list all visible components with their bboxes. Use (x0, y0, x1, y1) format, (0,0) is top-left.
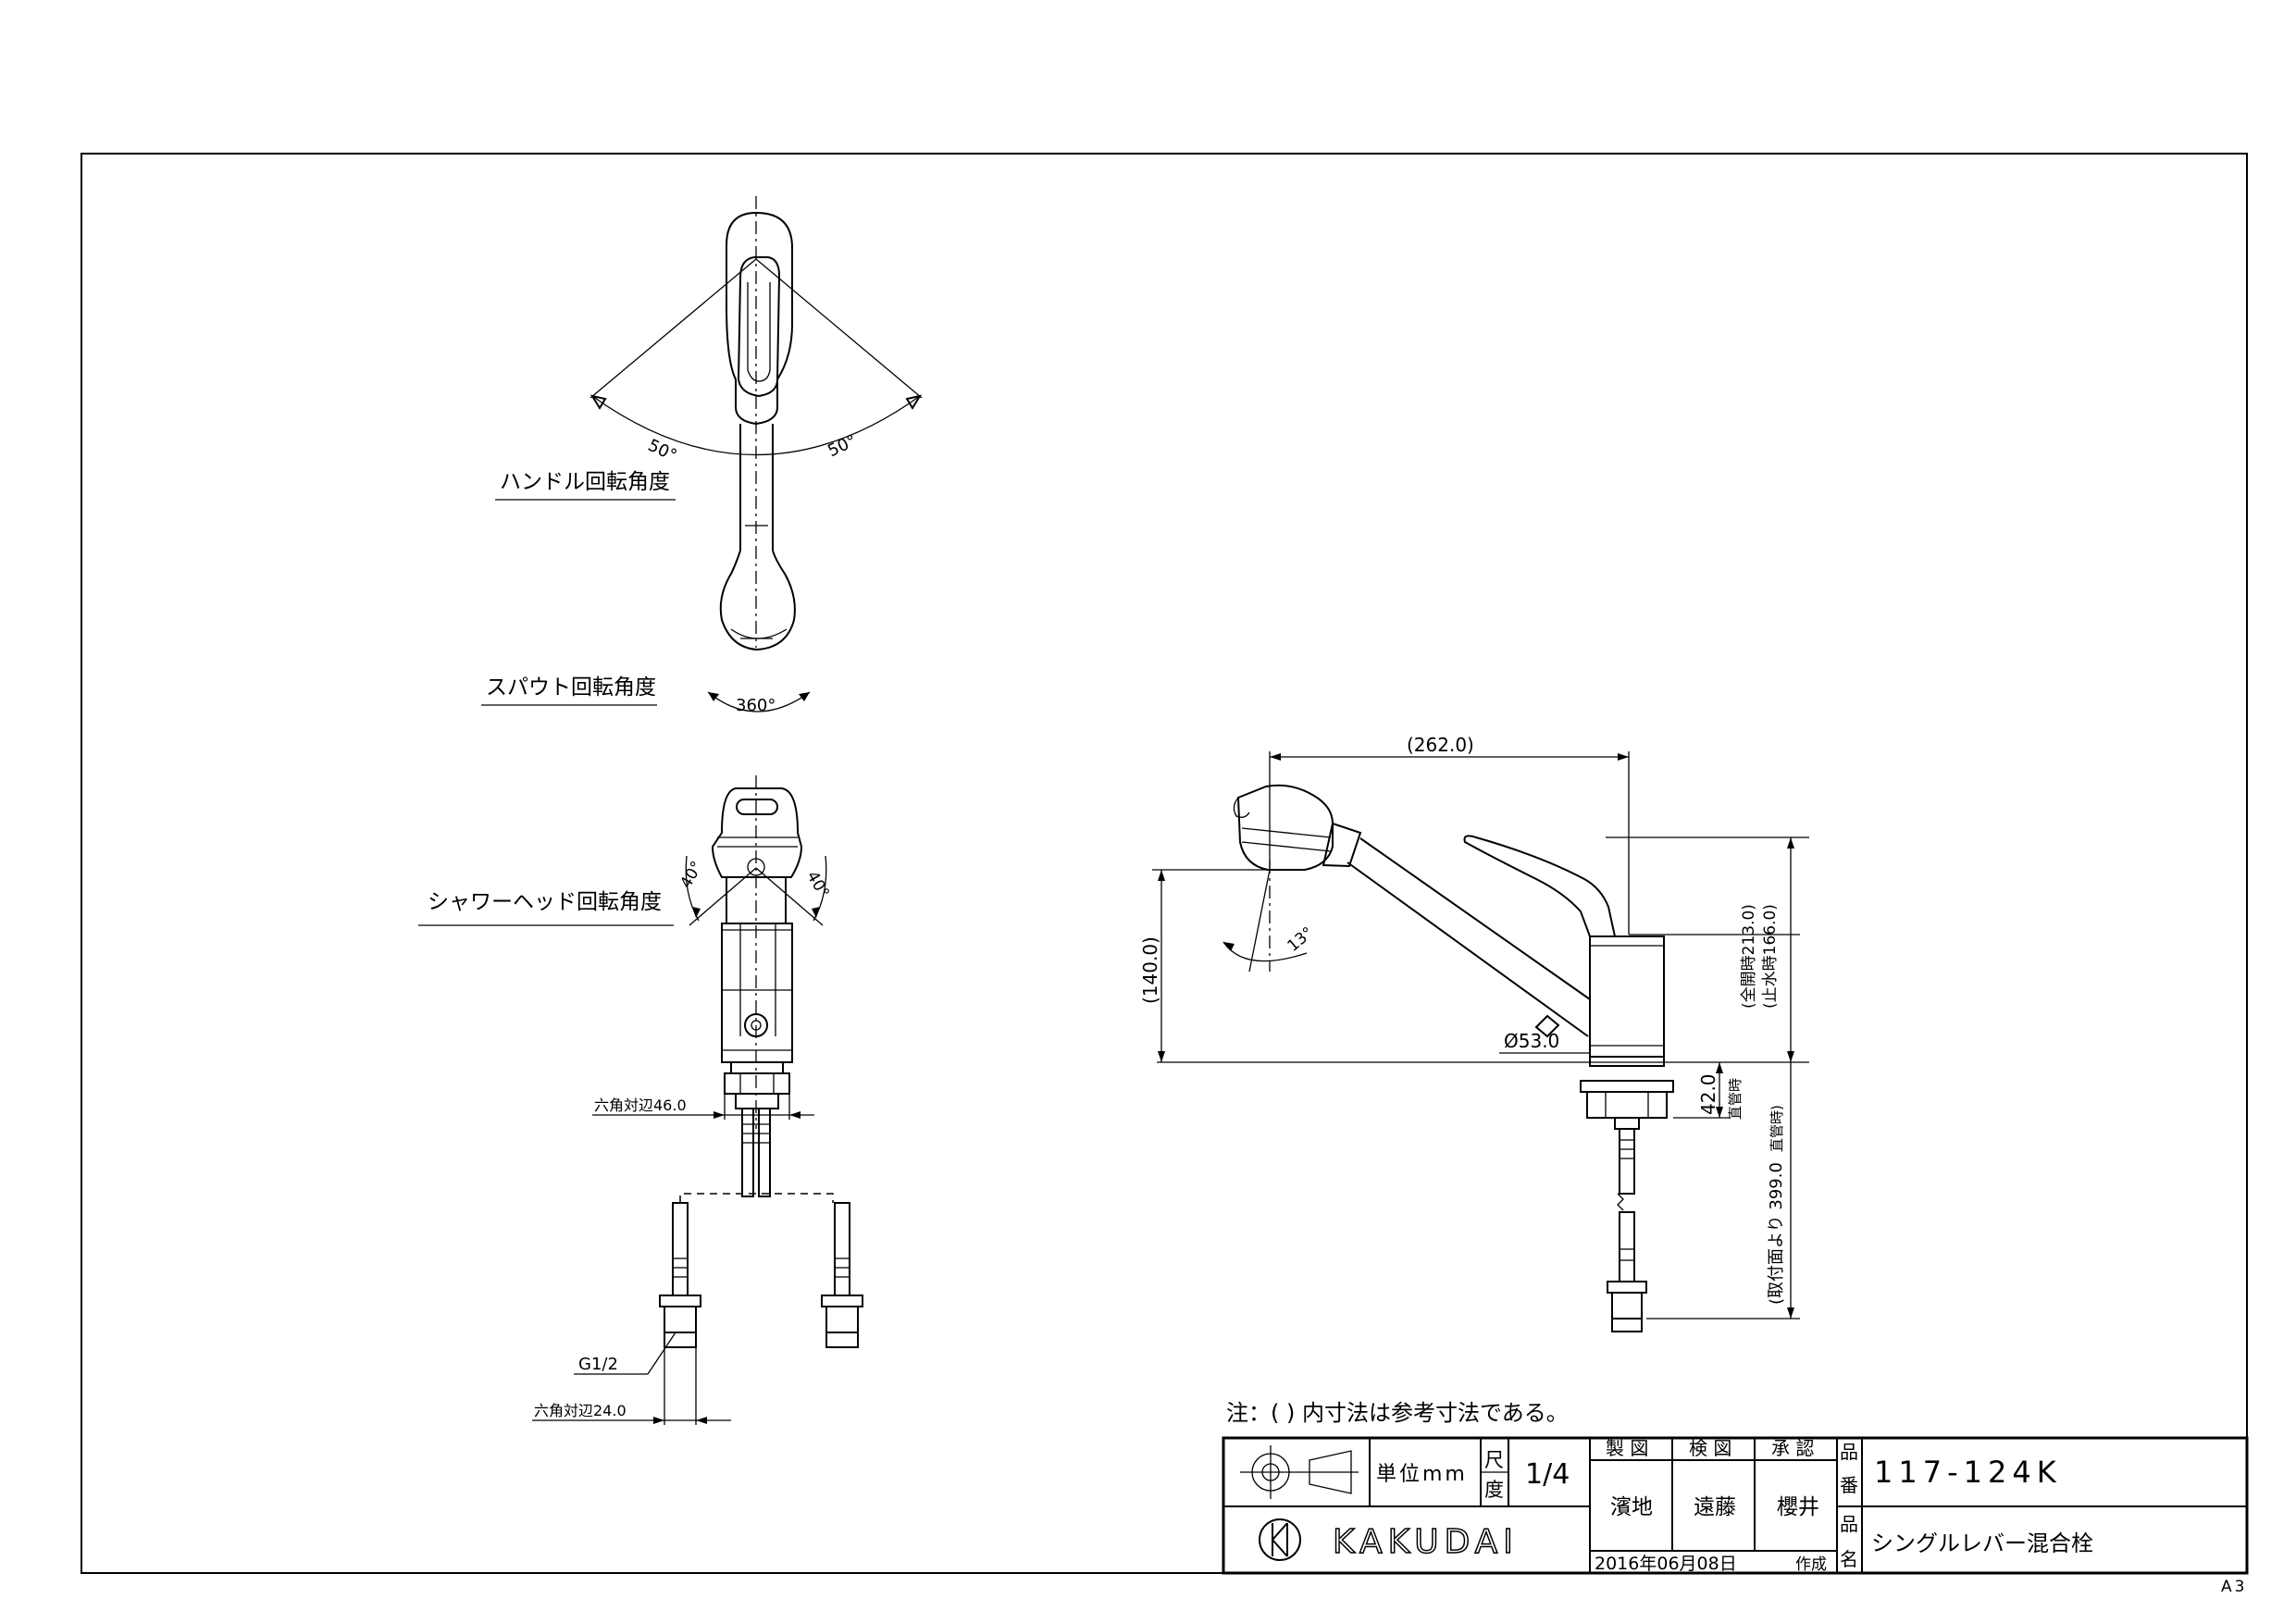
date: 2016年06月08日 (1595, 1554, 1737, 1574)
approved-header: 承 認 (1771, 1437, 1814, 1459)
shower-angle-left: 40° (676, 859, 706, 892)
hex-width-bottom: 六角対辺24.0 (534, 1402, 627, 1419)
shower-angle-right: 40° (802, 868, 832, 901)
checked-header: 検 図 (1689, 1437, 1731, 1459)
base-diameter: Ø53.0 (1504, 1030, 1559, 1052)
drawn-header: 製 図 (1606, 1437, 1648, 1459)
shank-note: 直管時 (1727, 1078, 1744, 1120)
top-view: 50° 50° ハンドル回転角度 360° スパウト回転角度 (481, 196, 923, 715)
front-view: 40° 40° シャワーヘッド回転角度 六角対辺46.0 (418, 775, 863, 1425)
reference-note: 注：( ) 内寸法は参考寸法である。 (1226, 1400, 1569, 1426)
kakudai-logo (1259, 1518, 1301, 1561)
hose-note: 直管時) (1769, 1105, 1785, 1152)
title-block: 単位mm 尺 度 1/4 KAKUDAI 製 図 検 図 承 認 濱地 遠藤 櫻… (1222, 1436, 2249, 1575)
spout-height: (140.0) (1139, 936, 1161, 1004)
created-label: 作成 (1795, 1555, 1827, 1574)
spout-angle: 360° (736, 696, 776, 715)
full-open-height: (全開時213.0) (1740, 904, 1758, 1009)
checked-by: 遠藤 (1694, 1495, 1736, 1519)
side-view: (262.0) (1139, 734, 1809, 1332)
sheet-border (81, 153, 2248, 1574)
shower-rotation-label: シャワーヘッド回転角度 (428, 890, 662, 914)
company-name: KAKUDAI (1333, 1523, 1519, 1561)
scale-label: 尺 (1484, 1449, 1504, 1471)
closed-height: (止水時166.0) (1761, 904, 1780, 1009)
product-name: シングルレバー混合栓 (1871, 1530, 2093, 1556)
approved-by: 櫻井 (1777, 1495, 1819, 1519)
drawn-by: 濱地 (1610, 1495, 1653, 1519)
shank-length: 42.0 (1697, 1073, 1719, 1115)
handle-rotation-label: ハンドル回転角度 (500, 470, 670, 494)
hose-length: (取付面より 399.0 (1767, 1162, 1786, 1305)
hex-width-top: 六角対辺46.0 (594, 1096, 687, 1114)
spout-rotation-label: スパウト回転角度 (486, 675, 656, 700)
thread-label: G1/2 (578, 1355, 618, 1374)
number-label-1: 品 (1840, 1441, 1858, 1463)
sheet-size: A3 (2221, 1578, 2247, 1596)
unit-label: 単位mm (1376, 1463, 1468, 1486)
name-label-1: 品 (1840, 1513, 1858, 1535)
product-number: 117-124K (1874, 1455, 2062, 1490)
name-label-2: 名 (1840, 1548, 1858, 1570)
handle-angle-right: 50° (825, 431, 860, 462)
number-label-2: 番 (1840, 1474, 1858, 1496)
tilt-angle: 13° (1284, 923, 1317, 956)
scale-value: 1/4 (1525, 1458, 1570, 1491)
scale-label-2: 度 (1484, 1479, 1504, 1501)
spout-reach: (262.0) (1407, 734, 1474, 756)
